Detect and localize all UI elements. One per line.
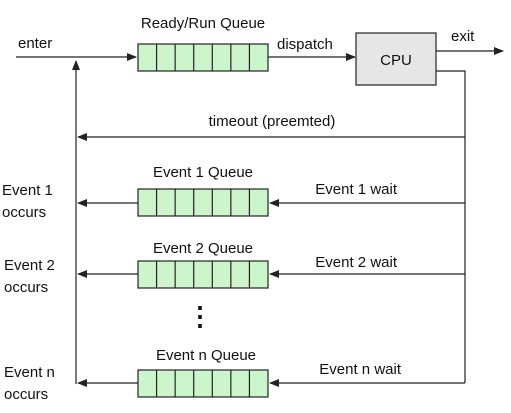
cpu-box bbox=[355, 32, 437, 86]
event1-queue-box bbox=[137, 188, 269, 217]
event1-queue bbox=[137, 188, 269, 217]
ellipsis: ⋮ bbox=[187, 301, 213, 331]
ready-queue bbox=[137, 43, 269, 72]
eventn-occurs-label-line1: Event n bbox=[4, 364, 55, 381]
ready-queue-box bbox=[137, 43, 269, 72]
cpu-label: CPU bbox=[380, 52, 412, 69]
exit-label: exit bbox=[451, 28, 475, 45]
eventn-wait-label: Event n wait bbox=[319, 361, 402, 378]
eventn-queue-box bbox=[137, 369, 269, 398]
event2-queue bbox=[137, 260, 269, 289]
cpu-return-line bbox=[436, 70, 466, 383]
event2-queue-title: Event 2 Queue bbox=[153, 240, 253, 257]
ready-queue-title: Ready/Run Queue bbox=[141, 15, 265, 32]
event2-wait-label: Event 2 wait bbox=[315, 254, 398, 271]
event2-occurs-label-line1: Event 2 bbox=[4, 257, 55, 274]
eventn-queue-title: Event n Queue bbox=[156, 347, 256, 364]
event1-queue-title: Event 1 Queue bbox=[153, 164, 253, 181]
event1-occurs-label-line2: occurs bbox=[2, 204, 46, 221]
timeout-label: timeout (preemted) bbox=[209, 113, 336, 130]
eventn-occurs-label-line2: occurs bbox=[4, 386, 48, 403]
connector-lines bbox=[16, 47, 504, 387]
event1-occurs-label-line1: Event 1 bbox=[2, 182, 53, 199]
event1-wait-label: Event 1 wait bbox=[315, 181, 398, 198]
event2-occurs-label-line2: occurs bbox=[4, 279, 48, 296]
dispatch-label: dispatch bbox=[277, 36, 333, 53]
enter-label: enter bbox=[18, 35, 52, 52]
event2-queue-box bbox=[137, 260, 269, 289]
eventn-queue bbox=[137, 369, 269, 398]
